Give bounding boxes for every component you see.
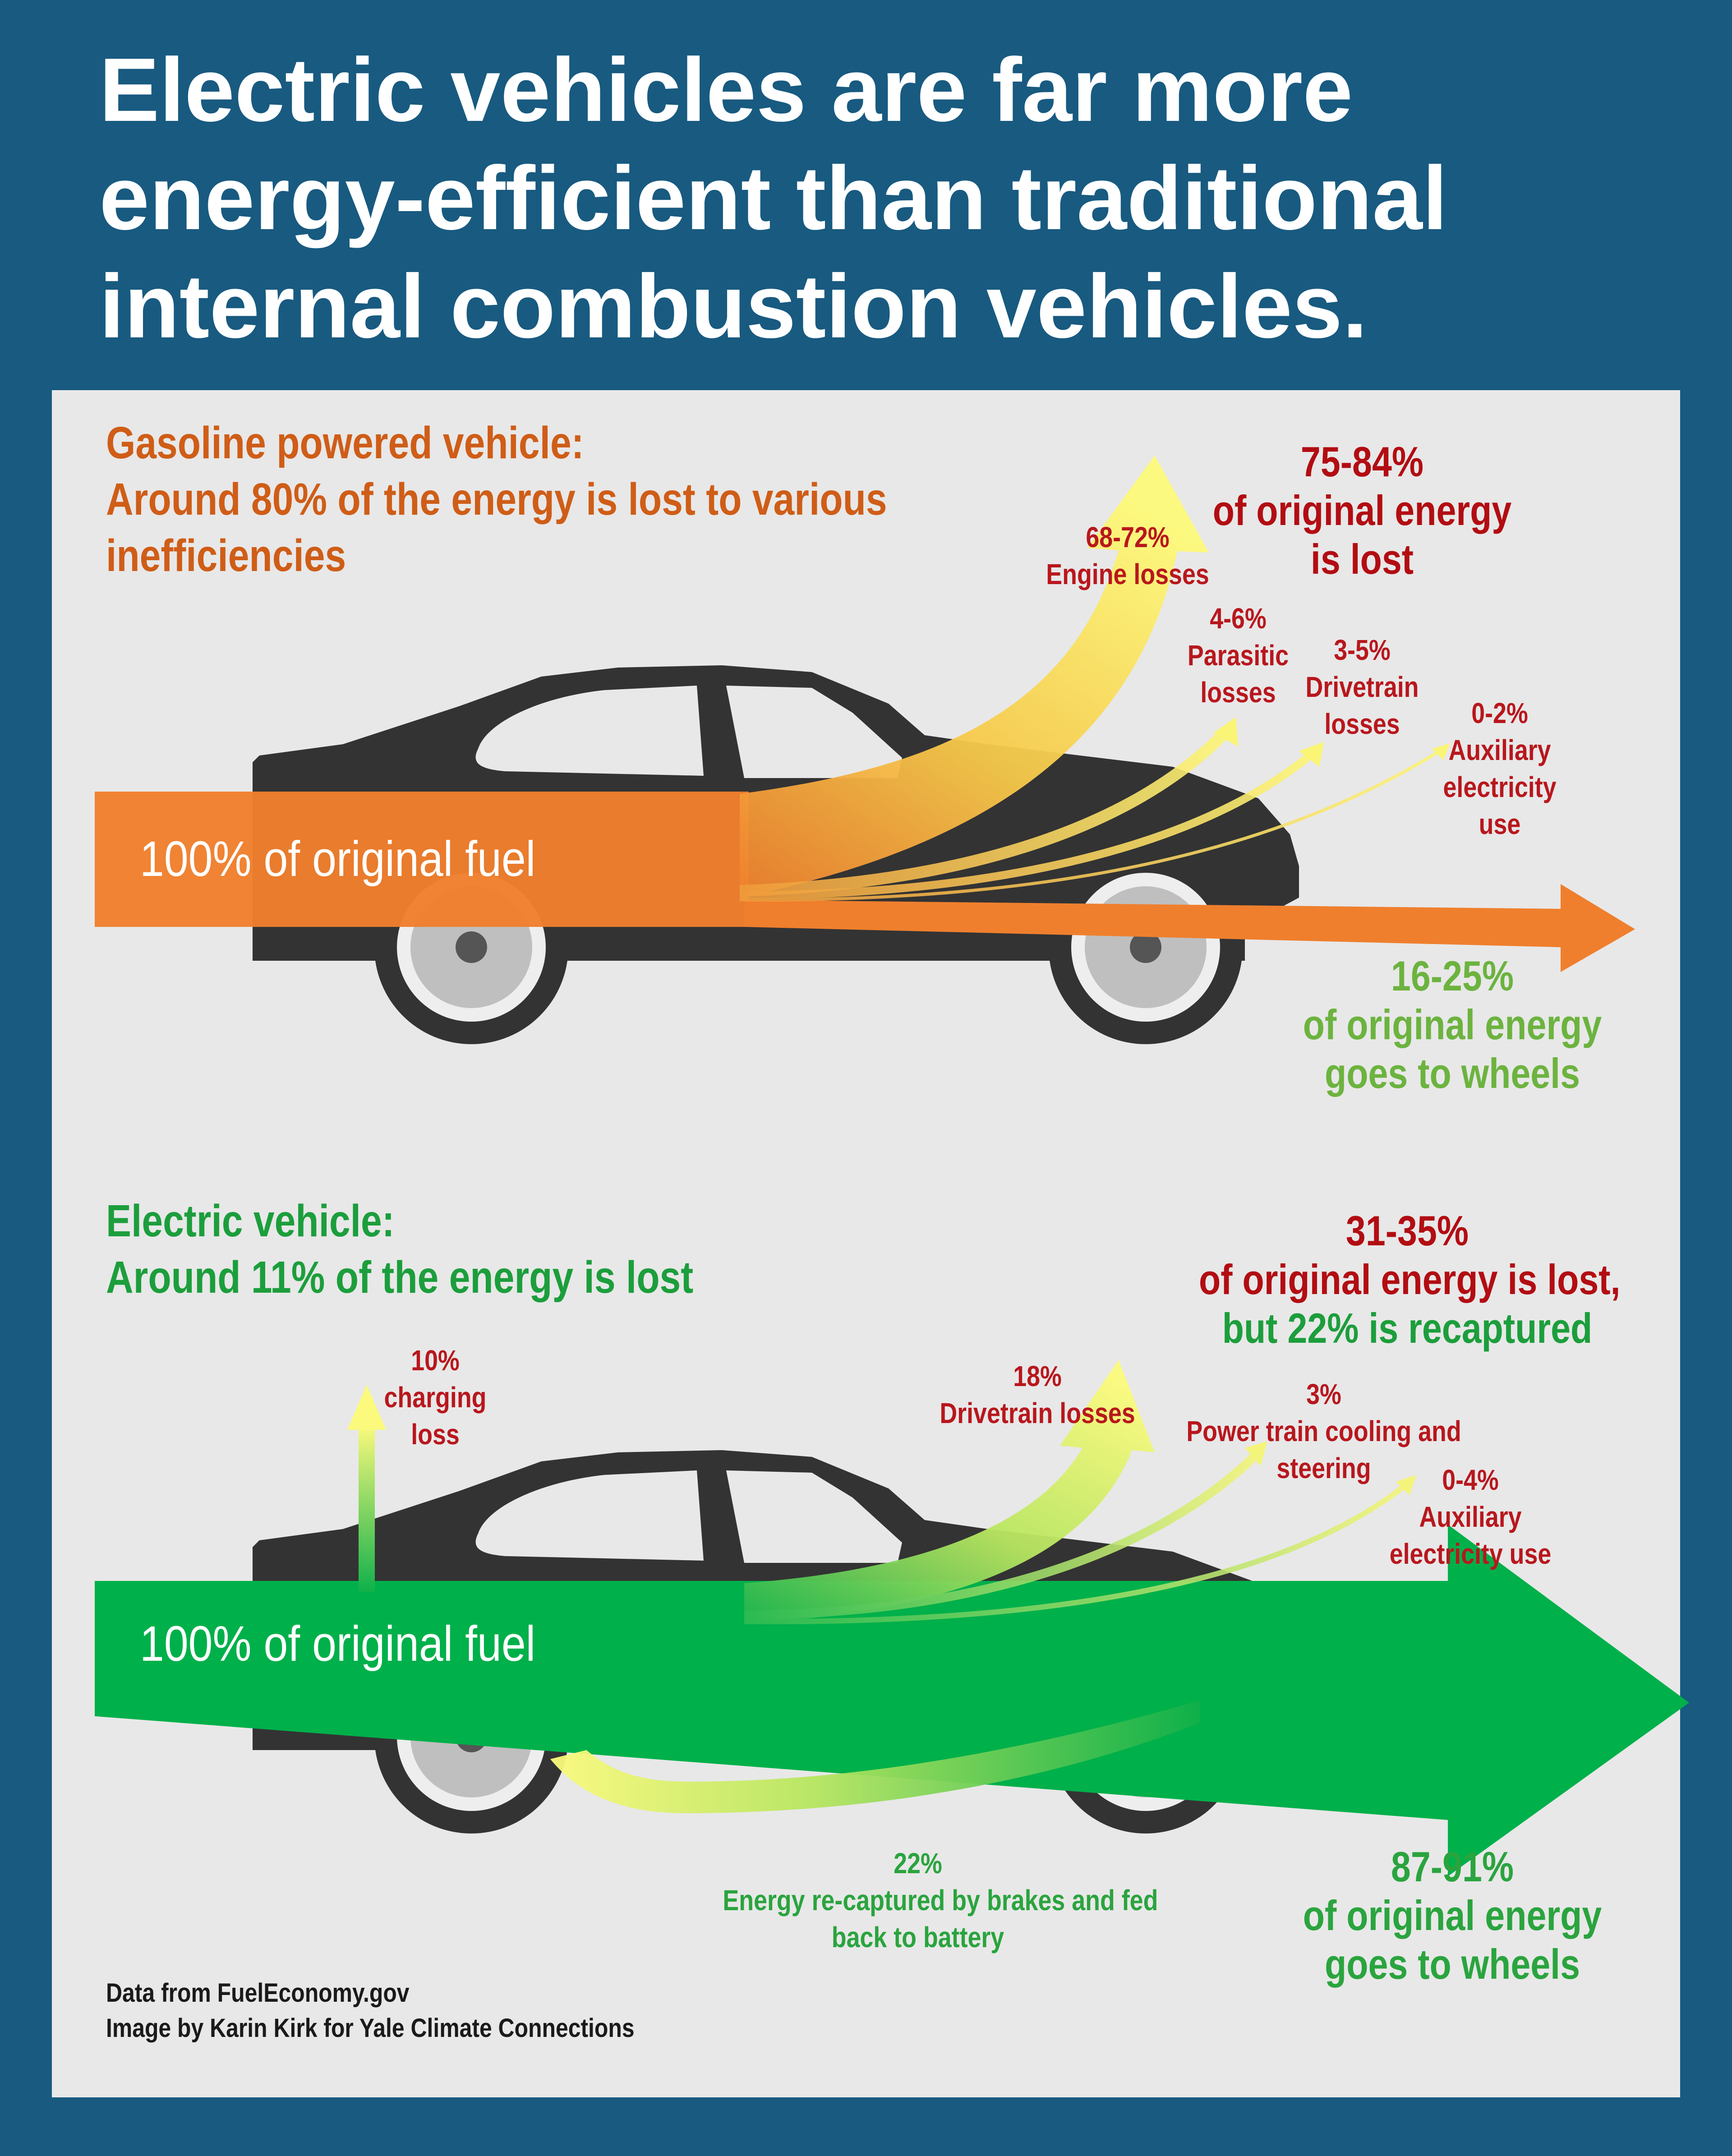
ev-cooling-arrowhead: [1245, 1441, 1267, 1466]
gas-total-lost: 75-84% of original energy is lost: [1199, 438, 1525, 584]
ev-cooling-loss-pct: 3%: [1306, 1378, 1341, 1410]
ev-car-window: [475, 1470, 704, 1561]
gas-front-wheel: [1049, 850, 1243, 1044]
gas-total-lost-line3: is lost: [1310, 535, 1414, 583]
gas-parasitic-loss-text2: losses: [1200, 676, 1276, 709]
ev-recapture-arrow: [550, 1700, 1200, 1813]
gas-auxiliary-loss-arrow: [739, 747, 1444, 902]
ev-fuel-arrow: [95, 1525, 1689, 1876]
ev-drivetrain-loss-text: Drivetrain losses: [940, 1397, 1135, 1429]
ev-charging-loss-text1: charging: [384, 1381, 487, 1414]
ev-charging-arrowhead: [347, 1385, 386, 1430]
ev-car-window-rear: [726, 1470, 902, 1563]
gas-drivetrain-loss-arrow: [739, 750, 1315, 899]
ev-charging-loss-label: 10% charging loss: [369, 1342, 502, 1453]
gas-engine-loss-pct: 68-72%: [1086, 521, 1170, 553]
gas-wheels-arrow: [744, 884, 1635, 972]
gas-auxiliary-loss-pct: 0-2%: [1471, 697, 1528, 729]
gas-engine-loss-arrow: [740, 456, 1209, 898]
gas-total-lost-pct: 75-84%: [1300, 438, 1424, 485]
gas-engine-loss-text: Engine losses: [1046, 558, 1209, 590]
ev-charging-loss-pct: 10%: [411, 1344, 460, 1377]
ev-auxiliary-loss-text2: electricity use: [1389, 1538, 1552, 1570]
ev-heading-line1: Electric vehicle:: [106, 1196, 395, 1246]
credits: Data from FuelEconomy.gov Image by Karin…: [106, 1976, 635, 2046]
ev-auxiliary-loss-pct: 0-4%: [1442, 1464, 1499, 1496]
gas-heading-line2: Around 80% of the energy is lost to vari…: [106, 474, 887, 525]
gas-auxiliary-arrowhead: [1432, 743, 1450, 760]
ev-cooling-loss-text2: steering: [1276, 1452, 1371, 1484]
ev-recaptured-pct: 22%: [894, 1847, 942, 1880]
ev-total-lost-pct: 31-35%: [1345, 1207, 1469, 1254]
gas-energy-flows: [95, 456, 1635, 972]
ev-cooling-loss-arrow: [744, 1449, 1262, 1619]
gas-car-window: [475, 686, 704, 776]
gas-parasitic-loss-text1: Parasitic: [1187, 639, 1289, 672]
gas-heading-line3: inefficiencies: [106, 530, 346, 581]
gas-fuel-arrow: [95, 792, 749, 927]
ev-drivetrain-loss-pct: 18%: [1013, 1360, 1062, 1392]
ev-cooling-loss-label: 3% Power train cooling and steering: [1182, 1376, 1466, 1487]
gas-parasitic-loss-label: 4-6% Parasitic losses: [1164, 600, 1312, 711]
gas-engine-loss-label: 68-72% Engine losses: [1033, 519, 1222, 593]
ev-recaptured-text1: Energy re-captured by brakes and fed: [723, 1884, 1158, 1916]
gas-drivetrain-arrowhead: [1299, 742, 1324, 767]
credit-data-source: Data from FuelEconomy.gov: [106, 1978, 410, 2008]
ev-drivetrain-loss-label: 18% Drivetrain losses: [935, 1358, 1140, 1432]
gas-drivetrain-loss-text1: Drivetrain: [1305, 671, 1419, 703]
gas-drivetrain-loss-pct: 3-5%: [1334, 634, 1391, 666]
gas-heading: Gasoline powered vehicle: Around 80% of …: [106, 415, 887, 584]
ev-charging-loss-stem: [359, 1425, 375, 1592]
gas-fuel-label: 100% of original fuel: [140, 831, 536, 887]
ev-total-lost-line3: but 22% is recaptured: [1222, 1304, 1593, 1352]
ev-auxiliary-arrowhead: [1396, 1475, 1416, 1495]
ev-auxiliary-loss-arrow: [744, 1482, 1409, 1625]
gas-parasitic-arrowhead: [1213, 717, 1238, 746]
ev-heading: Electric vehicle: Around 11% of the ener…: [106, 1193, 693, 1306]
ev-recaptured-text2: back to battery: [831, 1921, 1004, 1953]
gas-parasitic-loss-arrow: [739, 727, 1231, 897]
ev-total-lost: 31-35% of original energy is lost, but 2…: [1199, 1207, 1621, 1353]
ev-drivetrain-loss-arrow: [744, 1360, 1155, 1624]
gas-auxiliary-loss-text1: Auxiliary: [1448, 734, 1551, 766]
gas-heading-line1: Gasoline powered vehicle:: [106, 418, 584, 468]
ev-cooling-loss-text1: Power train cooling and: [1186, 1415, 1461, 1447]
gas-total-lost-line2: of original energy: [1212, 487, 1512, 534]
ev-to-wheels-line2: of original energy: [1303, 1892, 1602, 1939]
gas-to-wheels-line3: goes to wheels: [1324, 1050, 1580, 1097]
page-title: Electric vehicles are far more energy-ef…: [99, 40, 1448, 357]
gas-to-wheels: 16-25% of original energy goes to wheels: [1290, 952, 1615, 1098]
gas-auxiliary-loss-text3: use: [1479, 808, 1521, 840]
ev-to-wheels-pct: 87-91%: [1391, 1843, 1514, 1890]
ev-auxiliary-loss-label: 0-4% Auxiliary electricity use: [1383, 1461, 1557, 1572]
ev-fuel-label: 100% of original fuel: [140, 1616, 536, 1672]
gas-to-wheels-pct: 16-25%: [1391, 952, 1514, 1000]
credit-image-author: Image by Karin Kirk for Yale Climate Con…: [106, 2013, 635, 2043]
gas-parasitic-loss-pct: 4-6%: [1210, 602, 1267, 635]
gas-drivetrain-loss-text2: losses: [1324, 708, 1400, 740]
ev-charging-loss-text2: loss: [411, 1418, 460, 1451]
ev-energy-flows: [95, 1360, 1689, 1876]
ev-to-wheels: 87-91% of original energy goes to wheels: [1290, 1843, 1615, 1989]
gas-car-window-rear: [726, 686, 902, 778]
gas-auxiliary-loss-text2: electricity: [1443, 771, 1557, 803]
gas-drivetrain-loss-label: 3-5% Drivetrain losses: [1290, 631, 1434, 742]
gas-to-wheels-line2: of original energy: [1303, 1001, 1602, 1048]
ev-recaptured-label: 22% Energy re-captured by brakes and fed…: [723, 1845, 1158, 1956]
ev-total-lost-line2: of original energy is lost,: [1199, 1256, 1621, 1303]
gas-auxiliary-loss-label: 0-2% Auxiliary electricity use: [1426, 695, 1574, 843]
ev-heading-line2: Around 11% of the energy is lost: [106, 1252, 694, 1303]
ev-to-wheels-line3: goes to wheels: [1324, 1940, 1580, 1988]
ev-auxiliary-loss-text1: Auxiliary: [1419, 1501, 1522, 1533]
